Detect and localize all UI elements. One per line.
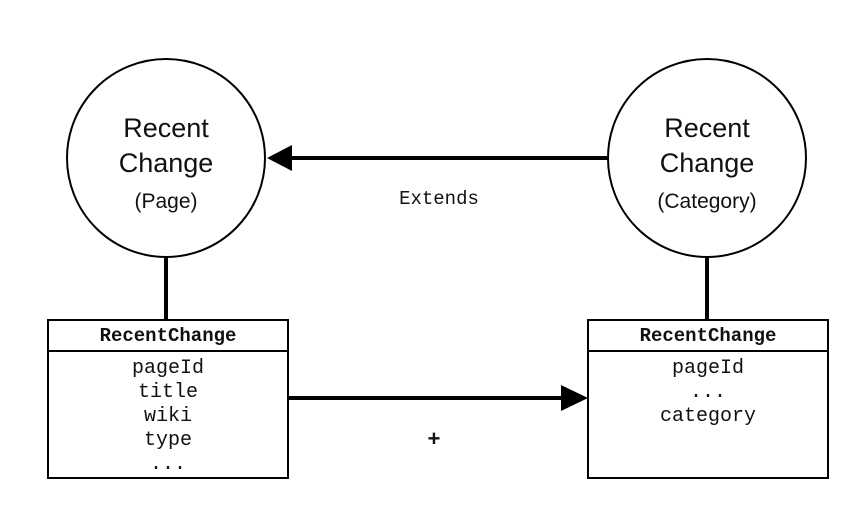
edge-plus: + [288, 385, 588, 453]
edge-extends-arrowhead [267, 145, 292, 171]
edge-plus-arrowhead [561, 385, 588, 411]
table-category-header: RecentChange [640, 325, 777, 347]
table-category-field: ... [690, 381, 726, 404]
node-category-line3: (Category) [657, 190, 756, 213]
edge-plus-label: + [427, 428, 440, 453]
table-page-field: title [138, 381, 198, 404]
node-recent-change-category: Recent Change (Category) [607, 58, 807, 258]
node-category-line1: Recent [664, 113, 750, 143]
table-page-field: wiki [144, 405, 192, 428]
table-page-field: ... [150, 453, 186, 476]
table-category-frame [587, 319, 829, 479]
table-page: RecentChange pageId title wiki type ... [47, 319, 289, 479]
table-page-field: pageId [132, 357, 204, 380]
node-category-line2: Change [660, 148, 755, 178]
edge-extends-label: Extends [399, 188, 479, 210]
table-category-field: pageId [672, 357, 744, 380]
table-category-field: category [660, 405, 756, 428]
node-recent-change-page: Recent Change (Page) [66, 58, 266, 258]
table-page-field: type [144, 429, 192, 452]
table-page-header: RecentChange [100, 325, 237, 347]
node-page-line3: (Page) [134, 190, 197, 213]
node-page-line2: Change [119, 148, 214, 178]
node-page-line1: Recent [123, 113, 209, 143]
edge-extends: Extends [267, 145, 608, 210]
table-category: RecentChange pageId ... category [587, 319, 829, 479]
